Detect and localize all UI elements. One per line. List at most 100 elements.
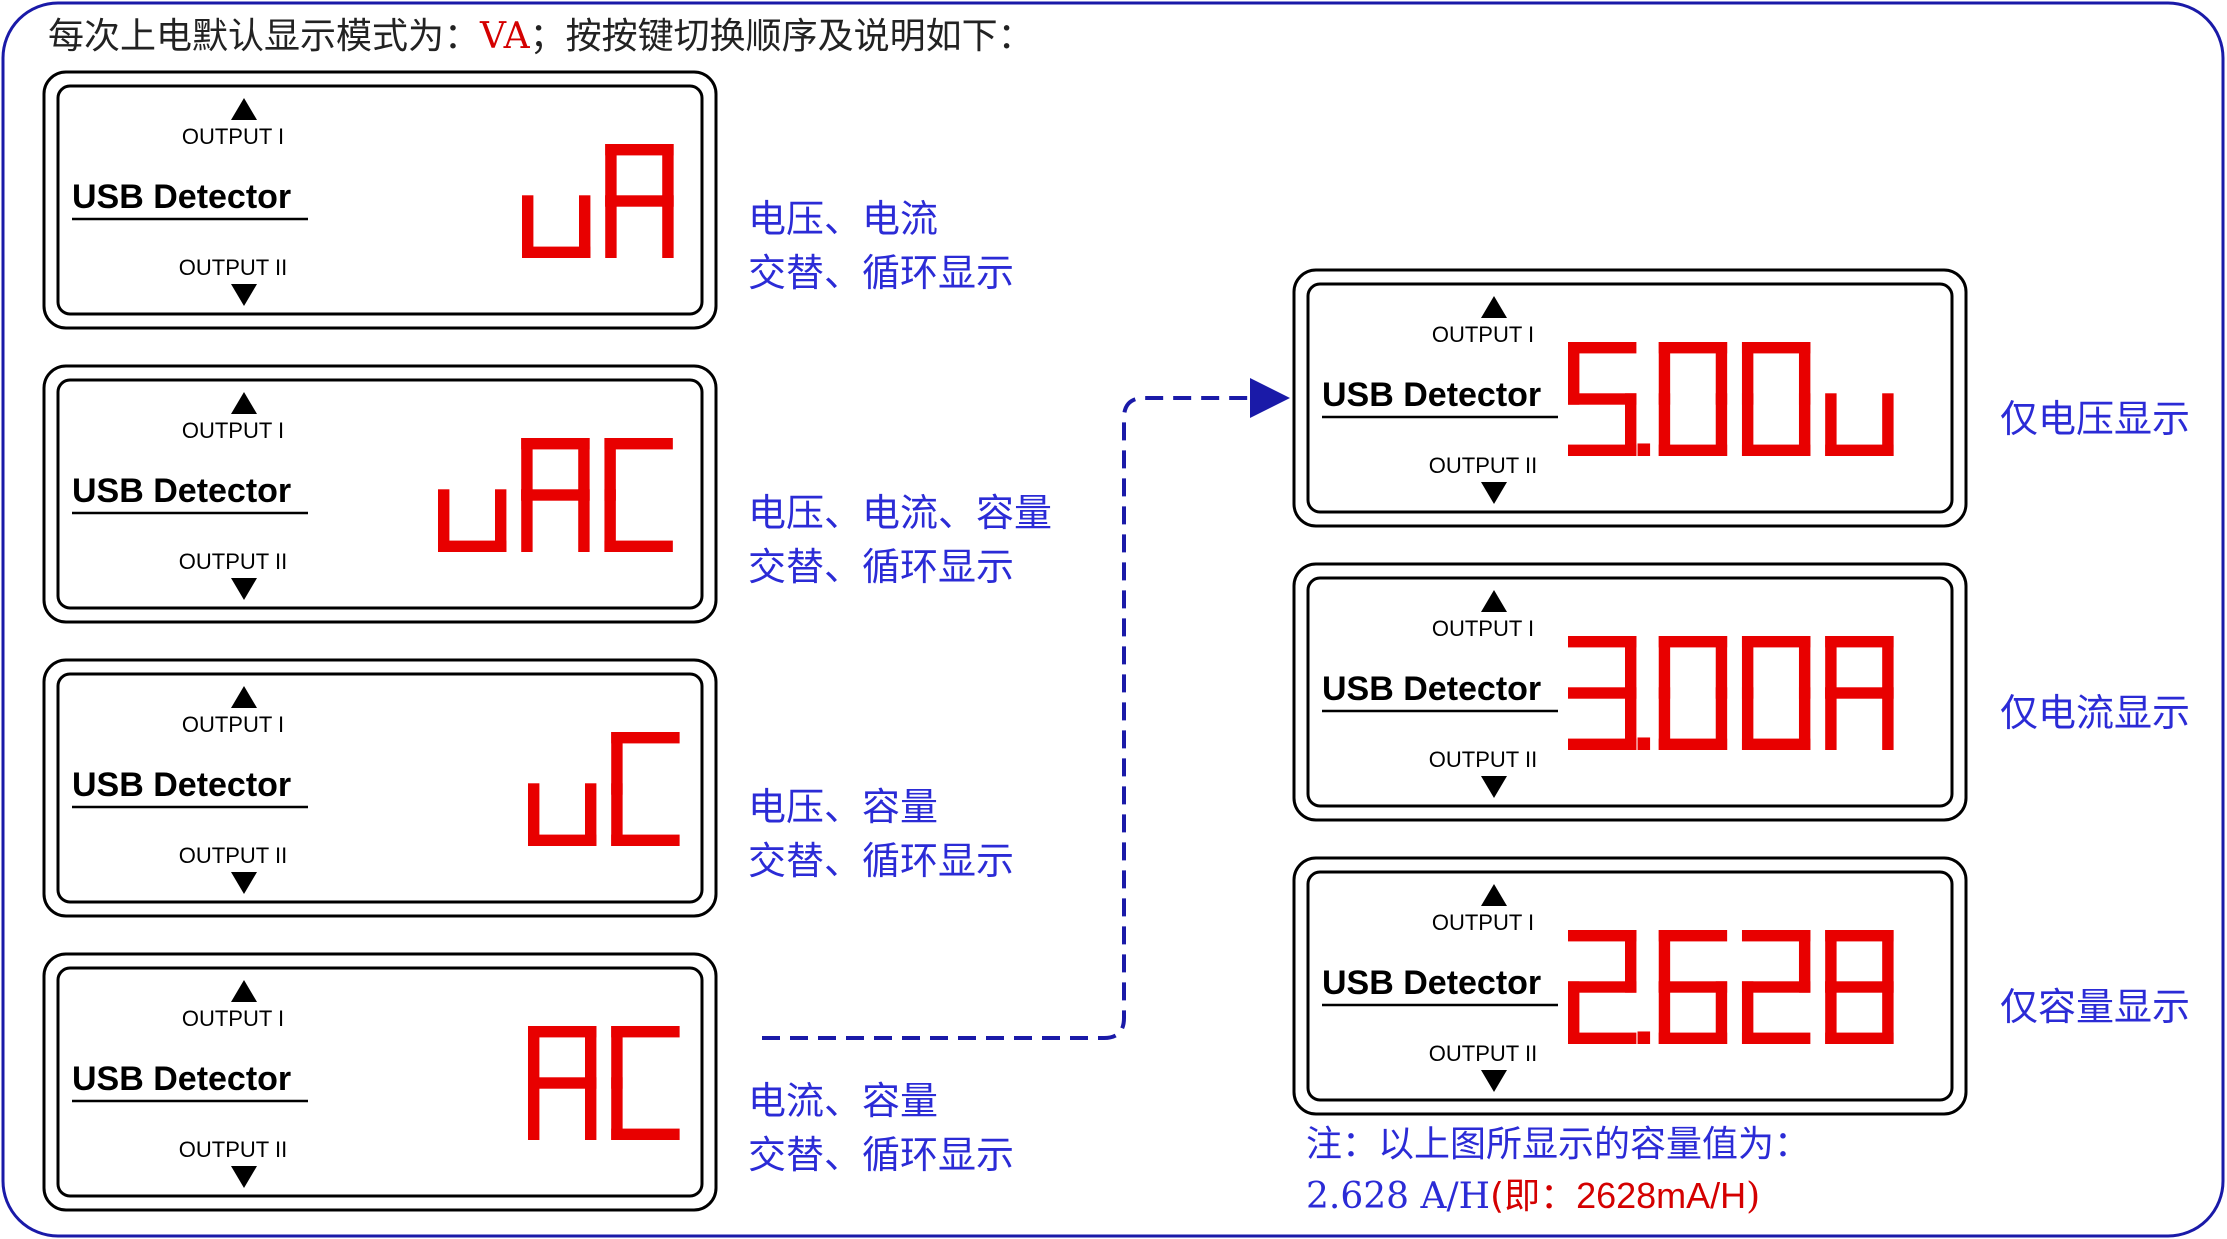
- seg-display: [1568, 636, 1894, 750]
- description-line-2: 交替、循环显示: [748, 545, 1014, 589]
- segment-a: [1568, 636, 1637, 648]
- segment-c: [1798, 393, 1811, 456]
- segment-f: [1658, 636, 1671, 699]
- single-description-voltage: 仅电压显示: [2000, 397, 2190, 441]
- segment-c: [495, 489, 507, 552]
- segment-char-a: [605, 144, 674, 258]
- brand-label: USB Detector: [72, 766, 291, 804]
- connector-dashed-arrow: [762, 378, 1290, 1040]
- single-panel-voltage: OUTPUT I USB Detector OUTPUT II: [1292, 268, 1968, 528]
- arrow-up-icon: [231, 686, 257, 708]
- segment-e: [1568, 981, 1580, 1044]
- mode-panel-vc: OUTPUT I USB Detector OUTPUT II: [42, 658, 718, 918]
- arrow-up-icon: [1481, 590, 1507, 612]
- segment-d: [611, 834, 680, 846]
- segment-e: [611, 783, 623, 846]
- segment-a: [611, 732, 680, 744]
- segment-char-u: [1825, 393, 1894, 456]
- segment-d: [1658, 444, 1728, 456]
- segment-f: [604, 438, 616, 501]
- segment-g: [528, 1077, 597, 1089]
- segment-d: [604, 540, 673, 552]
- mode-panel-ac: OUTPUT I USB Detector OUTPUT II: [42, 952, 718, 1212]
- panel-outer-border: [1292, 856, 1968, 1116]
- segment-b: [1882, 636, 1894, 699]
- arrow-up-icon: [231, 980, 257, 1002]
- segment-g: [1658, 981, 1728, 993]
- segment-f: [1658, 342, 1671, 405]
- segment-char-0: [1741, 636, 1811, 750]
- output-2-label: OUTPUT II: [179, 255, 287, 280]
- segment-a: [1825, 636, 1894, 648]
- segment-char-6: [1658, 930, 1728, 1044]
- segment-c: [1882, 687, 1894, 750]
- panel-inner-border: [56, 672, 704, 904]
- segment-d: [1568, 444, 1637, 456]
- segment-d: [1825, 444, 1894, 456]
- segment-e: [1658, 687, 1671, 750]
- single-panel-capacity: OUTPUT I USB Detector OUTPUT II: [1292, 856, 1968, 1116]
- mode-description-vac: 电压、电流、容量 交替、循环显示: [748, 491, 1052, 589]
- segment-e: [521, 489, 533, 552]
- segment-e: [522, 195, 534, 258]
- output-1-label: OUTPUT I: [182, 124, 284, 149]
- single-description-capacity: 仅容量显示: [2000, 985, 2190, 1029]
- segment-c: [1715, 393, 1728, 456]
- segment-g: [1568, 687, 1637, 699]
- segment-b: [1625, 930, 1637, 993]
- arrow-up-icon: [231, 392, 257, 414]
- segment-c: [579, 195, 591, 258]
- segment-c: [1625, 393, 1637, 456]
- note-equiv: 2628mA/H: [1576, 1175, 1746, 1216]
- segment-b: [1715, 342, 1728, 405]
- segment-c: [1882, 393, 1894, 456]
- seg-display: [438, 438, 673, 552]
- segment-c: [1715, 687, 1728, 750]
- panel-outer-border: [42, 658, 718, 918]
- description-line-1: 电压、电流: [748, 197, 938, 241]
- segment-d: [522, 246, 591, 258]
- segment-f: [528, 1026, 540, 1089]
- segment-d: [438, 540, 507, 552]
- single-panel-current: OUTPUT I USB Detector OUTPUT II: [1292, 562, 1968, 822]
- segment-char-0: [1658, 636, 1728, 750]
- output-1-label: OUTPUT I: [1432, 322, 1534, 347]
- arrow-down-icon: [231, 1166, 257, 1188]
- output-2-label: OUTPUT II: [1429, 1041, 1537, 1066]
- segment-d: [611, 1128, 680, 1140]
- segment-b: [578, 438, 590, 501]
- panel-inner-border: [1306, 870, 1954, 1102]
- header-mode: VA: [479, 16, 531, 57]
- segment-b: [1798, 636, 1811, 699]
- segment-char-3: [1568, 636, 1637, 750]
- panel-outer-border: [42, 70, 718, 330]
- segment-char-u: [522, 195, 591, 258]
- arrow-down-icon: [231, 872, 257, 894]
- panel-outer-border: [42, 364, 718, 624]
- panel-inner-border: [1306, 576, 1954, 808]
- segment-a: [1741, 636, 1811, 648]
- segment-d: [1568, 738, 1637, 750]
- segment-char-c: [611, 732, 680, 846]
- arrow-down-icon: [1481, 482, 1507, 504]
- seg-display: [528, 732, 680, 846]
- segment-a: [605, 144, 674, 156]
- segment-d: [1658, 738, 1728, 750]
- segment-a: [1741, 342, 1811, 354]
- description-line-2: 交替、循环显示: [748, 251, 1014, 295]
- segment-char-5: [1568, 342, 1637, 456]
- segment-e: [1825, 981, 1837, 1044]
- mode-panel-vac: OUTPUT I USB Detector OUTPUT II: [42, 364, 718, 624]
- panel-outer-border: [1292, 268, 1968, 528]
- segment-e: [1825, 393, 1837, 456]
- panel-inner-border: [56, 378, 704, 610]
- description-line-1: 电压、容量: [748, 785, 938, 829]
- segment-a: [604, 438, 673, 450]
- panel-outer-border: [42, 952, 718, 1212]
- output-1-label: OUTPUT I: [1432, 910, 1534, 935]
- segment-char-0: [1741, 342, 1811, 456]
- segment-b: [1798, 930, 1811, 993]
- segment-e: [604, 489, 616, 552]
- segment-d: [1741, 444, 1811, 456]
- segment-char-a: [1825, 636, 1894, 750]
